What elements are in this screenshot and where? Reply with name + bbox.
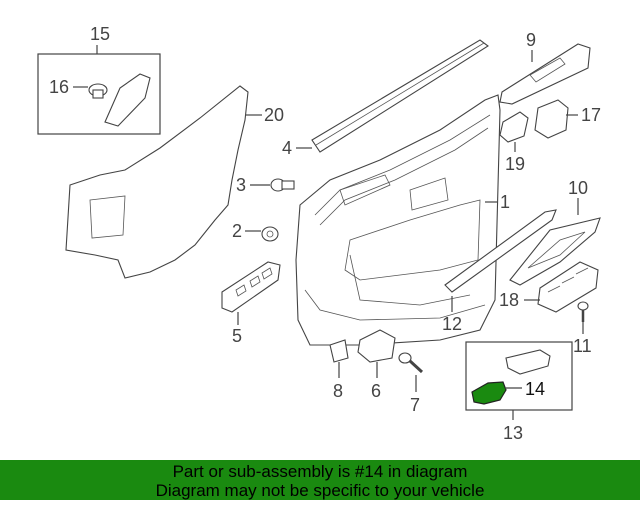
- part-18-power-window-switch[interactable]: [537, 261, 599, 313]
- part-6-bracket[interactable]: [357, 329, 396, 363]
- part-20-water-shield[interactable]: [65, 85, 249, 279]
- info-banner: Part or sub-assembly is #14 in diagram D…: [0, 460, 640, 500]
- callout-18: 18: [499, 290, 519, 310]
- part-15-box: [37, 53, 161, 135]
- part-3-screw[interactable]: [270, 178, 295, 192]
- callout-7: 7: [410, 395, 420, 415]
- callout-8: 8: [333, 381, 343, 401]
- part-17-switch[interactable]: [534, 99, 569, 139]
- callout-9: 9: [526, 30, 536, 50]
- callout-6: 6: [371, 381, 381, 401]
- part-2-clip[interactable]: [261, 226, 279, 242]
- part-5-switch-panel[interactable]: [221, 261, 281, 313]
- part-12-garnish[interactable]: [444, 209, 557, 293]
- banner-line-1: Part or sub-assembly is #14 in diagram: [172, 462, 468, 481]
- callout-5: 5: [232, 326, 242, 346]
- part-8-clip[interactable]: [329, 339, 349, 363]
- callout-2: 2: [232, 221, 242, 241]
- part-13-box: [465, 341, 573, 411]
- callout-11: 11: [573, 336, 592, 356]
- part-13-handle[interactable]: [505, 349, 551, 375]
- banner-line-2: Diagram may not be specific to your vehi…: [155, 481, 485, 500]
- part-16-clip[interactable]: [88, 83, 108, 99]
- part-7-screw[interactable]: [398, 352, 424, 374]
- callout-3: 3: [236, 175, 246, 195]
- part-9-switch-bezel[interactable]: [499, 43, 591, 105]
- callout-16: 16: [49, 77, 69, 97]
- callout-4: 4: [282, 138, 292, 158]
- part-15-trim[interactable]: [104, 73, 151, 127]
- part-14-highlighted[interactable]: [471, 381, 507, 405]
- parts-diagram: 15 16 20 4 3 2 1 5 8 6 7 9 17 19 10 12 1…: [37, 24, 601, 443]
- callout-1: 1: [500, 192, 510, 212]
- callout-14: 14: [525, 379, 545, 399]
- callout-19: 19: [505, 154, 525, 174]
- callout-10: 10: [568, 178, 588, 198]
- callout-15: 15: [90, 24, 110, 44]
- callout-17: 17: [581, 105, 601, 125]
- part-19-switch[interactable]: [499, 111, 529, 143]
- callout-13: 13: [503, 423, 523, 443]
- part-4-belt-molding[interactable]: [311, 39, 489, 153]
- callout-12: 12: [442, 314, 462, 334]
- part-11-screw[interactable]: [577, 301, 589, 322]
- callout-20: 20: [264, 105, 284, 125]
